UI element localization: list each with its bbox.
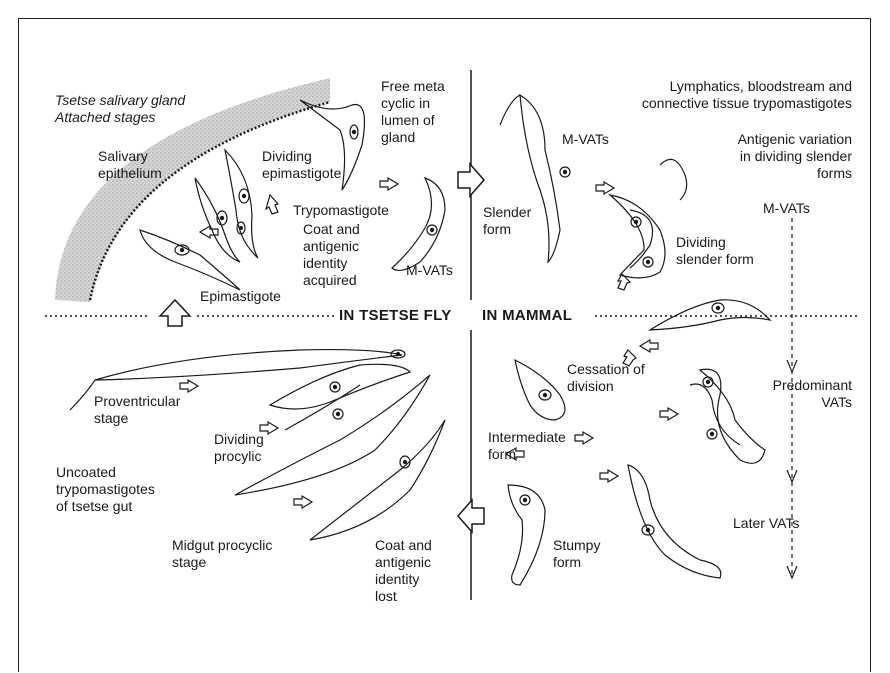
epimastigote-cell-2	[195, 178, 240, 262]
right-arrow-large	[458, 164, 484, 196]
left-arrow-large	[458, 500, 484, 532]
dividing-slender-label: Dividing slender form	[676, 234, 754, 268]
small-arrow-14	[294, 496, 312, 508]
proventricular-label: Proventricular stage	[94, 393, 180, 427]
predominant-vats-label: Predominant VATs	[773, 377, 852, 411]
intermediate-form-label: Intermediate form	[488, 429, 566, 463]
small-arrow-11	[600, 470, 618, 482]
up-arrow-large	[160, 300, 190, 326]
small-arrow-2	[266, 195, 278, 214]
epimastigote-cell-1	[140, 230, 240, 290]
small-arrow-12	[180, 380, 198, 392]
small-arrow-3	[380, 178, 398, 190]
dividing-epimastigote-cell	[225, 150, 258, 258]
in-tsetse-fly-label: IN TSETSE FLY	[339, 307, 452, 324]
salivary-epithelium-label: Salivary epithelium	[98, 148, 162, 182]
stumpy-form-cell	[508, 485, 545, 585]
midgut-procyclic-cell	[310, 420, 445, 540]
dividing-epimastigote-label: Dividing epimastigote	[262, 148, 341, 182]
dividing-procyclic-label: Dividing procylic	[214, 431, 264, 465]
slender-form-right-cell	[650, 300, 770, 330]
free-metacyclic-label: Free meta cyclic in lumen of gland	[381, 78, 445, 146]
uncoated-label: Uncoated trypomastigotes of tsetse gut	[56, 464, 155, 515]
uncoated-trypomastigote-cell	[235, 375, 430, 495]
later-vats-label: Later VATs	[733, 515, 799, 532]
stumpy-form-label: Stumpy form	[553, 537, 600, 571]
small-arrow-6	[640, 340, 658, 352]
trypomastigote-fly-cell	[392, 178, 445, 270]
small-arrow-9	[575, 432, 593, 444]
m-vats-mammal-label: M-VATs	[562, 131, 609, 148]
coat-lost-label: Coat and antigenic identity lost	[375, 537, 432, 605]
cessation-cell	[515, 360, 565, 420]
antigenic-variation-label: Antigenic variation in dividing slender …	[738, 131, 852, 182]
predominant-vats-cell	[690, 369, 765, 463]
in-mammal-label: IN MAMMAL	[482, 307, 572, 324]
slender-form-label: Slender form	[483, 204, 531, 238]
later-vats-cell	[628, 465, 721, 578]
epimastigote-label: Epimastigote	[200, 288, 281, 305]
salivary-gland-label: Tsetse salivary gland Attached stages	[55, 92, 185, 126]
cessation-label: Cessation of division	[567, 361, 645, 395]
small-arrow-4	[596, 182, 614, 194]
m-vats-side-label: M-VATs	[763, 200, 810, 217]
coat-acquired-label: Coat and antigenic identity acquired	[303, 221, 360, 289]
trypomastigote-label: Trypomastigote	[293, 202, 389, 219]
lymphatics-label: Lymphatics, bloodstream and connective t…	[642, 78, 852, 112]
small-arrow-8	[660, 408, 678, 420]
midgut-procyclic-label: Midgut procyclic stage	[172, 537, 272, 571]
m-vats-fly-label: M-VATs	[406, 262, 453, 279]
dividing-procyclic-cell	[270, 364, 410, 430]
